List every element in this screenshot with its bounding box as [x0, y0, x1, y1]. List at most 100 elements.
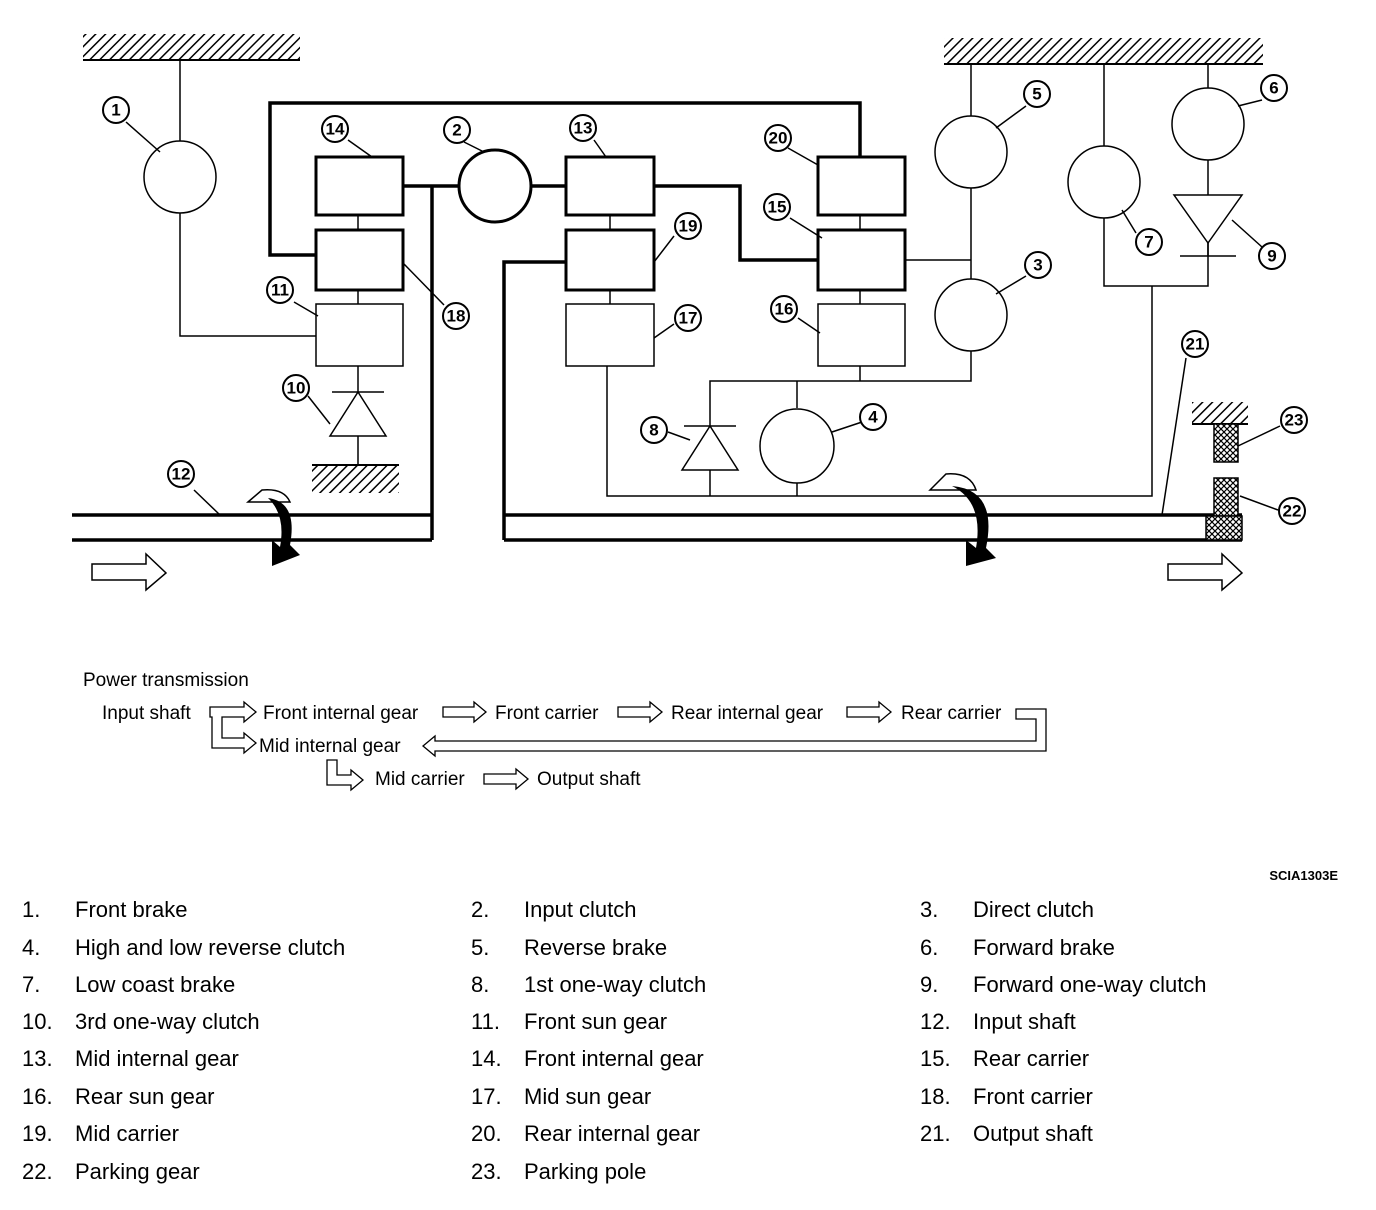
- one-way-clutch-9: [1172, 194, 1244, 257]
- legend-number: 7.: [22, 972, 41, 997]
- circle-4: [759, 408, 835, 484]
- circle-2: [457, 148, 533, 224]
- box-16: [817, 303, 906, 367]
- legend-label: Mid sun gear: [524, 1084, 652, 1109]
- power-transmission-diagram: 1 14 2 13 20 15 5 6 7 9 3 4 8 19 17 16 1…: [72, 34, 1338, 883]
- callout-numbers: 1 14 2 13 20 15 5 6 7 9 3 4 8 19 17 16 1…: [111, 79, 1303, 521]
- callout-13: 13: [574, 119, 593, 138]
- callout-19: 19: [679, 217, 698, 236]
- legend-label: Mid internal gear: [75, 1046, 239, 1071]
- flow-mid-internal-gear: Mid internal gear: [259, 736, 401, 757]
- flow-arrow-3: [846, 700, 893, 724]
- legend-label: Direct clutch: [973, 897, 1095, 922]
- legend-label: Rear carrier: [973, 1046, 1090, 1071]
- callout-11: 11: [271, 281, 289, 300]
- legend-label: Forward one-way clutch: [973, 972, 1207, 997]
- legend-number: 2.: [471, 897, 490, 922]
- legend-number: 17.: [471, 1084, 502, 1109]
- one-way-clutch-8: [680, 424, 740, 471]
- callout-15: 15: [768, 198, 787, 217]
- flow-input-shaft: Input shaft: [102, 703, 191, 724]
- legend-number: 6.: [920, 935, 939, 960]
- callout-7: 7: [1144, 233, 1153, 252]
- output-direction-arrow: [1167, 552, 1244, 592]
- flow-arrow-2: [617, 700, 664, 724]
- legend-label: Front brake: [75, 897, 188, 922]
- legend-label: High and low reverse clutch: [75, 935, 346, 960]
- legend-label: Parking pole: [524, 1159, 647, 1184]
- legend-label: Rear sun gear: [75, 1084, 215, 1109]
- legend-number: 20.: [471, 1121, 502, 1146]
- callout-21: 21: [1186, 335, 1205, 354]
- gear-boxes: [314, 155, 907, 367]
- thin-lines: [179, 60, 1209, 497]
- callout-16: 16: [775, 300, 794, 319]
- ground-top-right: [944, 38, 1263, 64]
- callout-20: 20: [769, 129, 788, 148]
- legend-number: 13.: [22, 1046, 53, 1071]
- legend-label: Front carrier: [973, 1084, 1093, 1109]
- legend-label: Parking gear: [75, 1159, 200, 1184]
- box-20: [816, 155, 907, 217]
- clutch-circles: [143, 87, 1245, 484]
- rotation-arrow-input: [245, 489, 300, 566]
- one-way-clutches: [328, 194, 1244, 471]
- flow-arrow-split: [209, 700, 258, 755]
- box-11: [315, 303, 404, 367]
- legend-number: 14.: [471, 1046, 502, 1071]
- power-flow: Power transmission Input shaft Front int…: [83, 670, 1047, 792]
- callout-2: 2: [452, 121, 461, 140]
- legend-label: Reverse brake: [524, 935, 668, 960]
- flow-arrow-5: [483, 767, 530, 791]
- callout-10: 10: [287, 379, 306, 398]
- legend-label: Front sun gear: [524, 1009, 668, 1034]
- callout-14: 14: [326, 120, 345, 139]
- legend-number: 11.: [471, 1009, 500, 1034]
- flow-rear-internal-gear: Rear internal gear: [671, 703, 824, 724]
- flow-arrow-1: [442, 700, 488, 724]
- parking-gear-lower: [1205, 515, 1243, 541]
- legend-number: 1.: [22, 897, 41, 922]
- legend-number: 3.: [920, 897, 939, 922]
- flow-mid-carrier: Mid carrier: [375, 769, 465, 790]
- callout-22: 22: [1283, 502, 1302, 521]
- ground-clutch-10: [312, 465, 399, 493]
- legend-label: Forward brake: [973, 935, 1115, 960]
- one-way-clutch-10: [328, 390, 388, 437]
- legend-number: 16.: [22, 1084, 53, 1109]
- shafts: [72, 513, 1242, 542]
- circle-7: [1067, 145, 1141, 219]
- flow-arrows: [209, 700, 1047, 792]
- legend-number: 4.: [22, 935, 41, 960]
- callout-9: 9: [1267, 247, 1276, 266]
- legend-number: 18.: [920, 1084, 951, 1109]
- parking-gear: [1213, 477, 1239, 517]
- flow-title: Power transmission: [83, 670, 249, 691]
- legend-label: Input shaft: [973, 1009, 1076, 1034]
- circle-1: [143, 140, 217, 214]
- callout-5: 5: [1032, 85, 1041, 104]
- output-shaft: [504, 513, 1242, 542]
- callout-23: 23: [1285, 411, 1304, 430]
- box-17: [565, 303, 655, 367]
- rotation-arrow-output: [928, 473, 996, 566]
- legend-number: 12.: [920, 1009, 951, 1034]
- callout-18: 18: [447, 307, 466, 326]
- box-13: [564, 155, 656, 217]
- parking-pole: [1213, 423, 1239, 463]
- flow-output-shaft: Output shaft: [537, 769, 641, 790]
- ground-top-left: [83, 34, 300, 60]
- legend-number: 9.: [920, 972, 939, 997]
- input-direction-arrow: [91, 552, 168, 592]
- box-14: [314, 155, 405, 217]
- legend-label: Front internal gear: [524, 1046, 704, 1071]
- direction-arrows: [91, 552, 1244, 592]
- callout-6: 6: [1269, 79, 1278, 98]
- figure-code: SCIA1303E: [1269, 868, 1338, 883]
- ground-hatches: [83, 34, 1263, 493]
- legend-number: 22.: [22, 1159, 53, 1184]
- legend-label: Low coast brake: [75, 972, 236, 997]
- legend-number: 15.: [920, 1046, 951, 1071]
- callout-bubbles: [102, 74, 1308, 525]
- legend-number: 19.: [22, 1121, 53, 1146]
